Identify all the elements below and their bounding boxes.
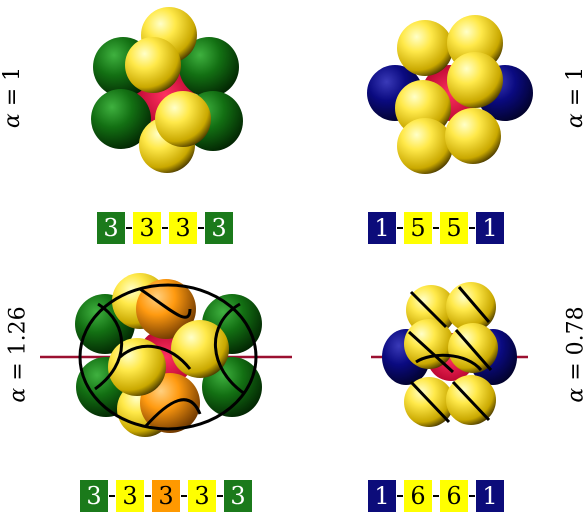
seq-dash	[433, 495, 439, 497]
seq-box: 3	[97, 212, 125, 244]
seq-box: 3	[80, 480, 108, 512]
panel-top-left: α = 1 3 3 3 3	[0, 0, 293, 257]
panel-bottom-right: α = 0.78 1 6 6 1	[293, 257, 586, 514]
seq-box: 3	[224, 480, 252, 512]
sequence-bottom-right: 1 6 6 1	[368, 480, 504, 512]
sphere-cluster-top-left	[91, 7, 243, 173]
seq-box: 1	[368, 480, 396, 512]
sequence-top-right: 1 5 5 1	[368, 212, 504, 244]
seq-dash	[433, 227, 439, 229]
sphere-cluster-bottom-right	[371, 282, 528, 427]
alpha-label-bottom-right: α = 0.78	[563, 306, 586, 402]
seq-dash	[469, 227, 475, 229]
alpha-label-bottom-left: α = 1.26	[5, 306, 31, 403]
seq-dash	[469, 495, 475, 497]
seq-box: 3	[205, 212, 233, 244]
seq-box: 3	[152, 480, 180, 512]
panel-bottom-left: α = 1.26 3 3 3 3 3	[0, 257, 293, 514]
seq-dash	[217, 495, 223, 497]
seq-box: 3	[188, 480, 216, 512]
sequence-bottom-left: 3 3 3 3 3	[80, 480, 252, 512]
seq-dash	[109, 495, 115, 497]
seq-box: 3	[116, 480, 144, 512]
seq-dash	[198, 227, 204, 229]
seq-dash	[162, 227, 168, 229]
seq-box: 3	[133, 212, 161, 244]
seq-dash	[126, 227, 132, 229]
seq-box: 1	[476, 480, 504, 512]
alpha-label-top-right: α = 1	[563, 66, 586, 129]
seq-box: 6	[404, 480, 432, 512]
panel-top-right: α = 1 1 5 5 1	[293, 0, 586, 257]
seq-dash	[397, 495, 403, 497]
seq-box: 1	[476, 212, 504, 244]
seq-dash	[145, 495, 151, 497]
seq-box: 3	[169, 212, 197, 244]
seq-dash	[181, 495, 187, 497]
seq-box: 6	[440, 480, 468, 512]
seq-box: 5	[440, 212, 468, 244]
seq-box: 5	[404, 212, 432, 244]
sequence-top-left: 3 3 3 3	[97, 212, 233, 244]
alpha-label-top-left: α = 1	[0, 66, 26, 129]
seq-box: 1	[368, 212, 396, 244]
seq-dash	[397, 227, 403, 229]
sphere-cluster-top-right	[367, 15, 533, 174]
sphere-cluster-bottom-left	[40, 273, 292, 437]
